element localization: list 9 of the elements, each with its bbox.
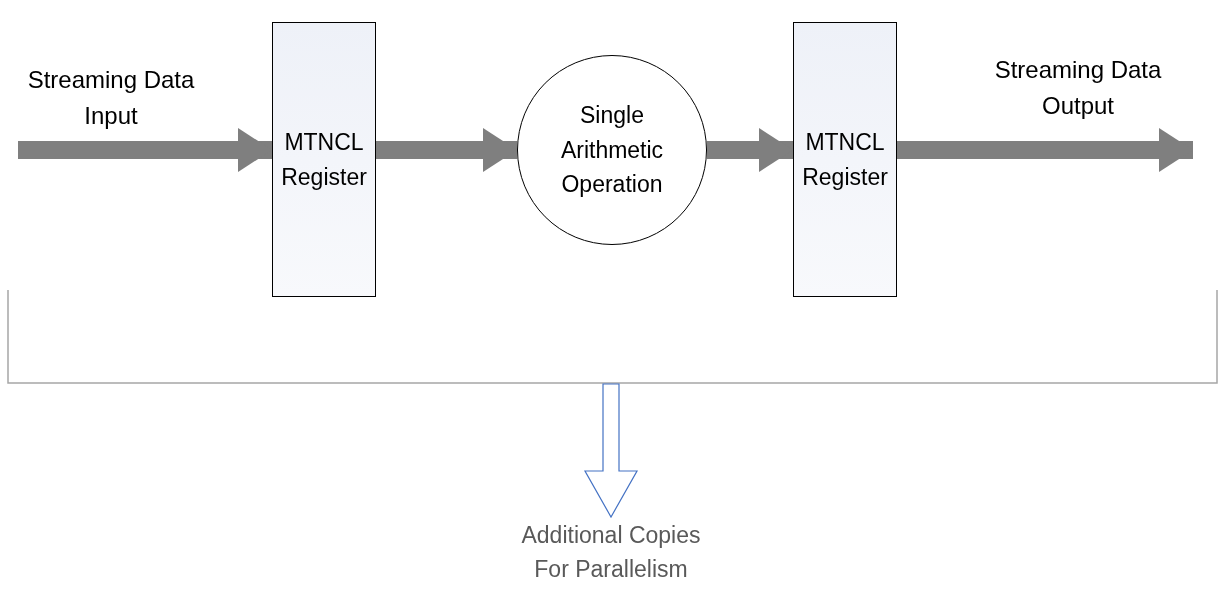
thick-arrow <box>18 128 272 172</box>
stream-label: Streaming Data Output <box>993 55 1163 121</box>
hollow-arrow <box>583 383 639 519</box>
thick-arrow <box>376 128 517 172</box>
register-box: MTNCL Register <box>272 22 376 297</box>
thick-arrow <box>897 128 1193 172</box>
register-box: MTNCL Register <box>793 22 897 297</box>
stream-label: Streaming Data Input <box>26 65 196 131</box>
caption-text: Additional Copies For Parallelism <box>491 517 731 587</box>
